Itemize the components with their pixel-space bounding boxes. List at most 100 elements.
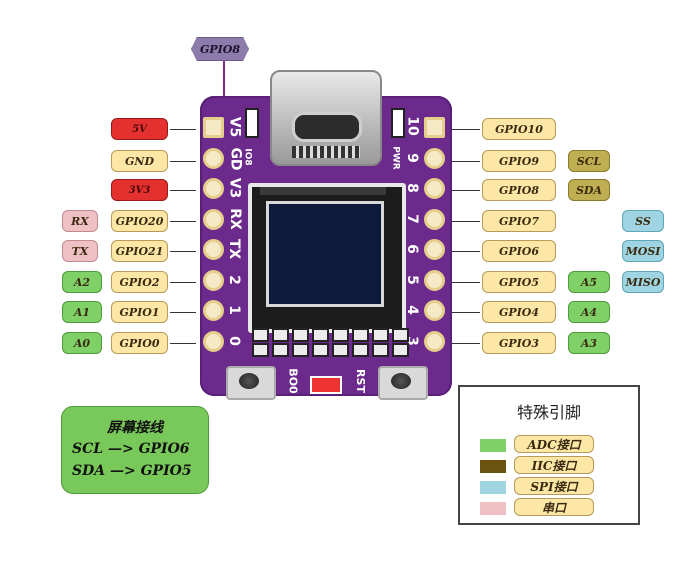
pin-tag-miso: MISO — [622, 271, 664, 293]
smd-pad — [312, 328, 329, 342]
silk-left-label: TX — [226, 238, 243, 260]
io8-led — [245, 108, 259, 138]
smd-pad — [392, 328, 409, 342]
silk-boot: BO0 — [286, 368, 300, 394]
pin-tag-a5: A5 — [568, 271, 610, 293]
pin-tag-gpio2: GPIO2 — [111, 271, 168, 293]
leader-left — [170, 343, 196, 344]
leader-left — [170, 161, 196, 162]
leader-left — [170, 312, 196, 313]
pin-tag-gpio20: GPIO20 — [111, 210, 168, 232]
legend-swatch-adc — [480, 439, 506, 452]
pin-tag-a3: A3 — [568, 332, 610, 354]
pin-tag-a0: A0 — [62, 332, 102, 354]
pin-hole — [203, 270, 224, 291]
pin-tag-ss: SS — [622, 210, 664, 232]
pin-tag-a2: A2 — [62, 271, 102, 293]
pin-hole — [424, 270, 445, 291]
usb-c-connector — [270, 70, 382, 166]
pin-tag-tx: TX — [62, 240, 98, 262]
pin-hole — [424, 178, 445, 199]
legend-label-adc: ADC接口 — [514, 435, 594, 453]
pin-tag-gpio1: GPIO1 — [111, 301, 168, 323]
pin-tag-gpio8: GPIO8 — [482, 179, 556, 201]
pin-tag-gpio7: GPIO7 — [482, 210, 556, 232]
legend-title: 特殊引脚 — [516, 403, 581, 422]
pin-hole — [203, 148, 224, 169]
leader-left — [170, 190, 196, 191]
leader-gpio8 — [223, 61, 225, 99]
note-title: 屏幕接线 — [107, 420, 163, 436]
smd-pad — [332, 328, 349, 342]
pin-hole — [203, 117, 224, 138]
smd-pad — [372, 343, 389, 357]
silk-left-label: V5 — [226, 116, 243, 138]
status-led — [310, 376, 342, 394]
leader-left — [170, 129, 196, 130]
legend-label-serial: 串口 — [514, 498, 594, 516]
silk-io8: IO8 — [242, 148, 253, 166]
silk-right-label: 5 — [403, 275, 420, 285]
silk-right-label: 9 — [403, 153, 420, 163]
pin-tag-gpio5: GPIO5 — [482, 271, 556, 293]
leader-right — [452, 312, 480, 313]
silk-right-label: 4 — [403, 305, 420, 315]
pwr-led — [391, 108, 405, 138]
pin-hole — [203, 300, 224, 321]
silk-right-label: 7 — [403, 214, 420, 224]
smd-pad — [272, 328, 289, 342]
smd-pad — [372, 328, 389, 342]
leader-right — [452, 343, 480, 344]
pin-hole — [203, 331, 224, 352]
pin-tag-sda: SDA — [568, 179, 610, 201]
pin-tag-5v: 5V — [111, 118, 168, 140]
pin-hole — [424, 331, 445, 352]
note-line-sda: SDA —> GPIO5 — [72, 463, 192, 479]
pin-tag-mosi: MOSI — [622, 240, 664, 262]
pin-hole — [424, 117, 445, 138]
screen-wiring-note: 屏幕接线 SCL —> GPIO6 SDA —> GPIO5 — [61, 406, 209, 494]
pin-tag-a4: A4 — [568, 301, 610, 323]
button-cap — [239, 373, 259, 389]
silk-left-label: 1 — [225, 305, 242, 315]
pin-tag-gpio10: GPIO10 — [482, 118, 556, 140]
silk-left-label: 0 — [225, 336, 242, 346]
legend-swatch-serial — [480, 502, 506, 515]
silk-pwr: PWR — [390, 146, 401, 170]
pin-tag-gpio8-top: GPIO8 — [191, 37, 249, 61]
silk-left-label: 2 — [225, 275, 242, 285]
leader-right — [452, 190, 480, 191]
pin-tag-gpio3: GPIO3 — [482, 332, 556, 354]
pin-tag-a1: A1 — [62, 301, 102, 323]
pin-tag-gnd: GND — [111, 150, 168, 172]
pin-hole — [424, 209, 445, 230]
pin-hole — [203, 178, 224, 199]
leader-right — [452, 221, 480, 222]
silk-right-label: 8 — [403, 183, 420, 193]
boot-button — [226, 366, 276, 400]
pin-tag-gpio21: GPIO21 — [111, 240, 168, 262]
pin-hole — [424, 300, 445, 321]
pin-tag-rx: RX — [62, 210, 98, 232]
pin-tag-gpio6: GPIO6 — [482, 240, 556, 262]
smd-pad — [252, 328, 269, 342]
legend-label-iic: IIC接口 — [514, 456, 594, 474]
leader-right — [452, 282, 480, 283]
pin-hole — [203, 209, 224, 230]
smd-pad — [332, 343, 349, 357]
smd-pad — [292, 343, 309, 357]
smd-pad — [352, 328, 369, 342]
smd-pad — [292, 328, 309, 342]
pin-tag-scl: SCL — [568, 150, 610, 172]
usb-c-port — [292, 112, 362, 142]
smd-pad — [272, 343, 289, 357]
pin-hole — [203, 239, 224, 260]
silk-left-label: RX — [226, 208, 243, 230]
pin-tag-gpio0: GPIO0 — [111, 332, 168, 354]
legend-swatch-iic — [480, 460, 506, 473]
smd-pad — [392, 343, 409, 357]
leader-right — [452, 161, 480, 162]
oled-screen — [266, 201, 384, 307]
silk-rst: RST — [353, 369, 367, 393]
leader-right — [452, 251, 480, 252]
